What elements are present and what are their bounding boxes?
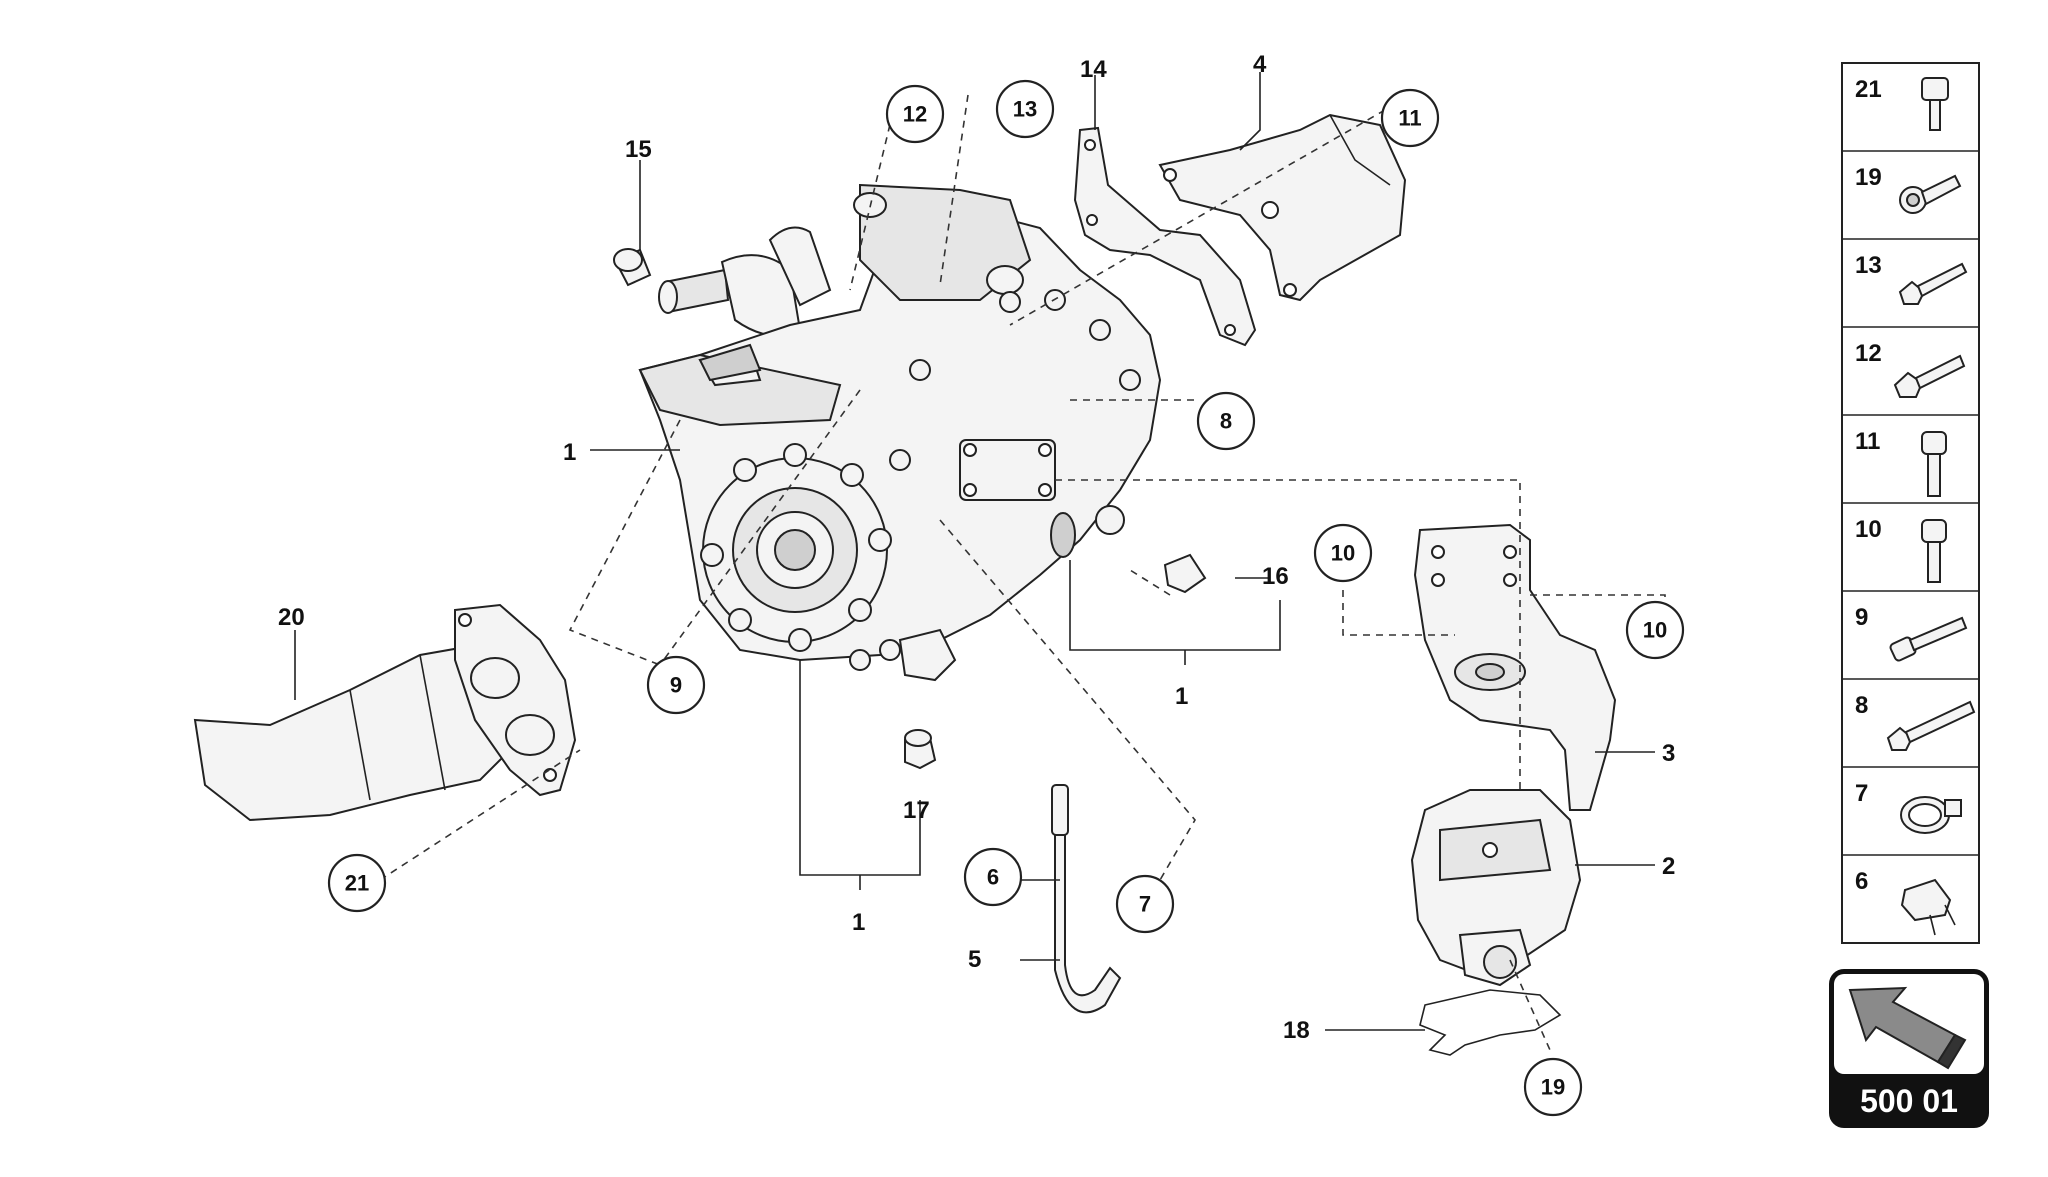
svg-text:7: 7 [1139,892,1151,917]
bolt-extra-long-icon [1886,700,1976,751]
hardware-item-6[interactable]: 6 [1855,868,1956,936]
svg-text:9: 9 [670,673,682,698]
callout-1a: 1 [563,439,576,466]
circled-callout-7: 7 [1115,874,1175,934]
clip-18[interactable] [1419,989,1562,1056]
circled-callout-12: 12 [885,84,945,144]
clip-icon [1900,878,1956,936]
svg-text:12: 12 [903,102,927,127]
circled-callout-11: 11 [1380,88,1440,148]
socket-screw-icon [1921,519,1947,583]
engine-mount-2[interactable] [1410,789,1582,987]
svg-text:8: 8 [1220,409,1232,434]
hose-clamp-icon [1900,796,1962,834]
hardware-item-9[interactable]: 9 [1855,604,1968,662]
circled-callout-19: 19 [1523,1057,1583,1117]
svg-text:21: 21 [1855,76,1882,103]
flange-gasket-20[interactable] [454,603,577,797]
callout-5: 5 [968,946,981,973]
hardware-item-21[interactable]: 21 [1855,76,1949,131]
bolt-long-icon [1893,354,1966,398]
svg-text:10: 10 [1855,516,1882,543]
hardware-item-11[interactable]: 11 [1855,428,1947,497]
svg-text:11: 11 [1855,428,1880,455]
callout-15: 15 [625,136,652,163]
circled-callouts: 6 7 8 9 10 10 11 12 13 19 21 [327,79,1685,1117]
gearbox-housing[interactable] [638,183,1162,682]
heat-shield-4[interactable] [1158,113,1407,302]
circled-callout-13: 13 [995,79,1055,139]
svg-text:10: 10 [1643,618,1667,643]
svg-text:8: 8 [1855,692,1868,719]
plug-16[interactable] [1163,553,1207,594]
circled-callout-8: 8 [1196,391,1256,451]
circled-callout-9: 9 [646,655,706,715]
mount-bracket-3[interactable] [1413,523,1617,811]
page-number-label: 500 01 [1860,1083,1958,1119]
callout-17: 17 [903,797,930,824]
dashed-leaders [379,94,1666,1051]
bolt-flange-icon [1899,174,1962,214]
vent-pipe-5[interactable] [1051,784,1122,1014]
svg-text:13: 13 [1013,97,1037,122]
callout-2: 2 [1662,853,1675,880]
callout-16: 16 [1262,563,1289,590]
svg-text:19: 19 [1855,164,1882,191]
callout-1b: 1 [1175,683,1188,710]
svg-text:13: 13 [1855,252,1882,279]
callout-1c: 1 [852,909,865,936]
circled-callout-10b: 10 [1625,600,1685,660]
svg-text:10: 10 [1331,541,1355,566]
plug-17[interactable] [904,729,937,770]
callout-20: 20 [278,604,305,631]
svg-text:6: 6 [1855,868,1868,895]
solid-leaders [294,72,1655,1031]
callout-14: 14 [1080,56,1107,83]
page-button[interactable]: 500 01 [1829,969,1989,1128]
svg-text:9: 9 [1855,604,1868,631]
circled-callout-6: 6 [963,847,1023,907]
circled-callout-10a: 10 [1313,523,1373,583]
bolt-short-icon [1921,77,1949,131]
svg-text:21: 21 [345,871,369,896]
hardware-item-10[interactable]: 10 [1855,516,1947,583]
svg-text:19: 19 [1541,1075,1565,1100]
circled-callout-21: 21 [327,853,387,913]
hardware-item-19[interactable]: 19 [1855,164,1962,214]
socket-screw-icon [1921,431,1947,497]
hardware-list: 21 19 13 12 [1841,62,1980,944]
svg-text:11: 11 [1398,106,1421,131]
callout-4: 4 [1253,51,1267,78]
plug-15[interactable] [613,248,652,287]
hardware-item-12[interactable]: 12 [1855,340,1966,398]
callout-18: 18 [1283,1017,1310,1044]
callout-3: 3 [1662,740,1675,767]
svg-text:7: 7 [1855,780,1868,807]
svg-text:6: 6 [987,865,999,890]
hardware-item-8[interactable]: 8 [1855,692,1976,751]
svg-text:12: 12 [1855,340,1882,367]
hardware-item-13[interactable]: 13 [1855,252,1968,305]
bolt-long-icon [1898,262,1968,305]
callout-labels: 1 1 1 2 3 4 5 14 15 16 17 18 20 [278,51,1675,1044]
arrow-up-left-icon [1848,986,1967,1070]
hardware-item-7[interactable]: 7 [1855,780,1962,834]
socket-bolt-long-icon [1889,616,1968,662]
